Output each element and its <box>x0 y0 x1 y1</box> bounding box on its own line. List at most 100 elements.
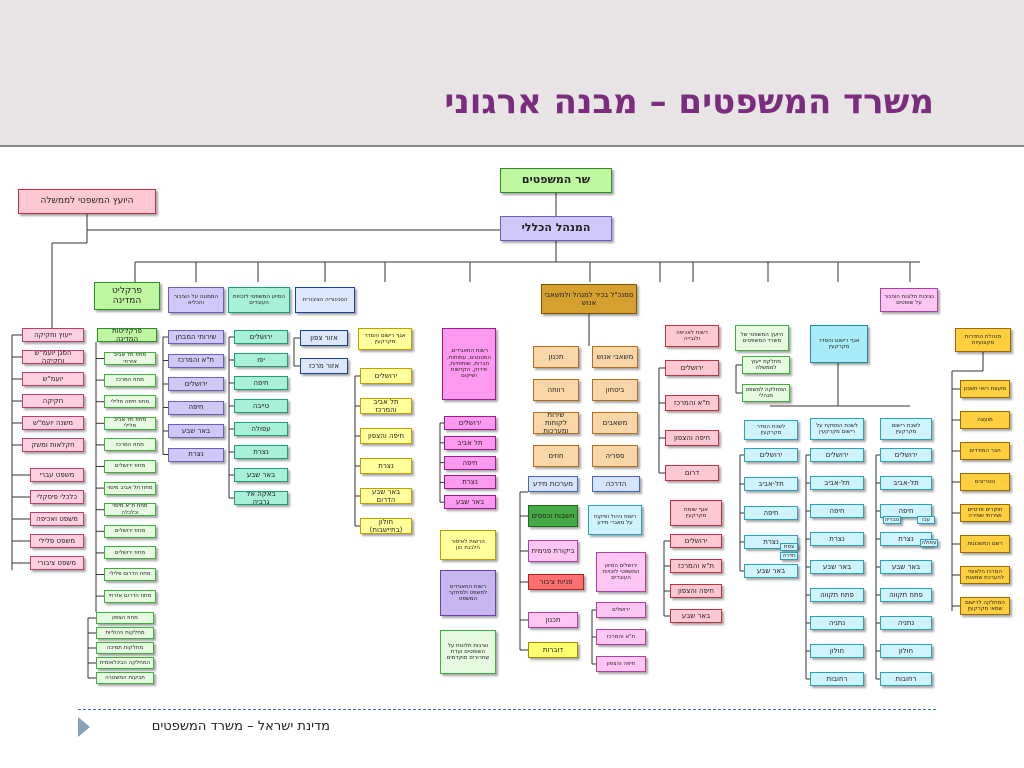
deputy-dg-head-box: סמנכ"ל בכיר למנהל ולמשאבי אנוש <box>541 284 637 314</box>
directorate-unit-0: מועצת רואי חשבון <box>960 380 1010 398</box>
ag-left-unit-b-4: משפט ציבורי <box>30 556 84 570</box>
land-assessor-unit-3: באר שבע <box>670 609 722 623</box>
regulators-unit-0: ירושלים <box>444 416 496 430</box>
ag-district-3: מחוז תל אביב פלילי <box>104 416 156 430</box>
directorate-unit-7: המחלקה לרישום שמאי מקרקעין <box>960 597 1010 615</box>
ag-district-b-4: תביעות המשטרה <box>96 672 154 684</box>
footer-divider <box>78 709 936 710</box>
land-reg-col1-head: לשכת הסדר מקרקעין <box>744 420 798 440</box>
deputy-dg-unit-1: תכנון <box>533 346 579 368</box>
land-reg-col2-unit-2: חיפה <box>810 504 864 518</box>
ombudsman-box: נציבות תלונות הציבור על שופטים <box>880 288 938 312</box>
state-attorney-head-box: פרקליט המדינה <box>94 282 160 310</box>
land-assessor-unit-0: ירושלים <box>670 534 722 548</box>
maintenance-box: תכנון <box>528 612 578 628</box>
regulators-unit-4: באר שבע <box>444 495 496 510</box>
committees-box: נציבות תלונות על השופטים ועדת שחרורים מו… <box>440 630 496 674</box>
directorate-unit-4: חוקרים פרטיים ושירותי שמירה <box>960 504 1010 522</box>
legal-advisor-unit-1: המחלקה למשפט מנהלי <box>742 384 790 402</box>
land-reg-col2-unit-8: רחובות <box>810 672 864 686</box>
land-registry-unit-0: ירושלים <box>360 368 412 384</box>
public-inquiries-box: פניות ציבור <box>528 574 584 590</box>
land-reg-col1-unit-4: באר שבע <box>744 564 798 578</box>
land-reg-col3-unit-3: נצרת <box>880 532 932 546</box>
land-registry-unit-4: באר שבע הדרום <box>360 488 412 504</box>
land-registry-unit-5: חולון (בתיישבות) <box>360 518 412 534</box>
courts-admin-unit-2: ירושלים <box>168 377 224 391</box>
money-laundering-box: הרשות לאיסור הלבנת הון <box>440 530 496 560</box>
footer-arrow-icon <box>78 717 90 737</box>
legal-reform-box: רשות התאגידים למשפט ולמחקר המשפט <box>440 570 496 616</box>
legal-advisor-head-box: היועץ המשפטי של משרד המשפטים <box>735 325 789 351</box>
ag-district-4: מחוז המרכז <box>104 438 156 452</box>
ag-district-7: מחוז ת"א מיסוי וכלכלה <box>104 503 156 517</box>
land-reg-col2-unit-7: חולון <box>810 644 864 658</box>
ag-left-unit-4: משנה יועמ"ש <box>22 416 84 430</box>
regulators-unit-1: תל אביב <box>444 435 496 450</box>
enforcement-sub-unit-1: ת"א והמרכז <box>596 629 646 645</box>
public-defender-head-box: הסניגוריה הציבורית <box>295 287 355 313</box>
land-registry-unit-2: חיפה והצפון <box>360 428 412 444</box>
legal-aid-unit-5: נצרת <box>234 445 288 459</box>
land-reg-col3-unit-4: באר שבע <box>880 560 932 574</box>
land-reg-col2-unit-4: באר שבע <box>810 560 864 574</box>
land-reg-col2-unit-6: נתניה <box>810 616 864 630</box>
land-registry-unit-3: נצרת <box>360 458 412 474</box>
regulators-unit-3: נצרת <box>444 475 496 490</box>
land-reg-col2-unit-5: פתח תקווה <box>810 588 864 602</box>
ag-left-unit-b-3: משפט פלילי <box>30 534 84 548</box>
contracting-box: ביקורת פנימית <box>528 540 578 562</box>
directorate-head-box: מנהלת החדרות מקצועיות <box>955 328 1011 352</box>
deputy-dg-unit-0: משאבי אנוש <box>592 346 638 368</box>
enforcement-unit-2: חיפה והצפון <box>665 430 719 446</box>
ag-left-unit-0: ייעוץ וחקיקה <box>22 328 84 342</box>
legal-aid-unit-1: יפו <box>234 353 288 367</box>
ag-district-10: מחוז הדרום פלילי <box>104 568 156 581</box>
regulators-unit-2: חיפה <box>444 455 496 470</box>
land-reg-col3-unit-0: ירושלים <box>880 448 932 462</box>
ag-district-2: מחוז חיפה פלילי <box>104 395 156 409</box>
directorate-unit-6: המרכז הלאומי להערכת שמאות <box>960 566 1010 584</box>
ag-district-b-0: מחוז הצפון <box>96 612 154 624</box>
land-reg-head-box: אגף רישום והסדר מקרקעין <box>810 325 868 363</box>
land-reg-col2-unit-3: נצרת <box>810 532 864 546</box>
enforcement-unit-0: ירושלים <box>665 360 719 376</box>
land-reg-small-tag-0: עכו <box>917 516 935 524</box>
legal-advisor-unit-0: מחלקת ייעוץ לממשלה <box>742 356 790 374</box>
ag-district-1: מחוז המרכז <box>104 373 156 387</box>
enforcement-sub-unit-2: חיפה והצפון <box>596 656 646 672</box>
enforcement-sub-unit-0: ירושלים <box>596 602 646 618</box>
public-defender-unit-1: אזור מרכז <box>300 358 348 374</box>
land-reg-small-tag-1: טבריה <box>883 516 901 524</box>
land-reg-col3-unit-6: נתניה <box>880 616 932 630</box>
courts-admin-unit-3: חיפה <box>168 400 224 415</box>
deputy-dg-unit-6: ספריה <box>592 445 638 467</box>
land-reg-col1-unit-1: תל-אביב <box>744 477 798 491</box>
title-bar <box>0 0 1024 147</box>
courts-admin-unit-4: באר שבע <box>168 424 224 438</box>
land-reg-col3-unit-8: רחובות <box>880 672 932 686</box>
land-reg-col2-unit-1: תל-אביב <box>810 476 864 490</box>
procurement-box: רשות ניהול ופיקוח על מאגרי מידע <box>588 505 642 535</box>
public-defender-unit-0: אזור צפון <box>300 330 348 346</box>
ag-left-unit-b-1: כלכלי פיסקלי <box>30 490 84 504</box>
directorate-unit-5: רשם המשכונות <box>960 535 1010 553</box>
legal-aid-unit-7: באקה אל גרביה <box>234 491 288 505</box>
legal-aid-head-box: הסיוע המשפטי לזכויות העובדים <box>228 287 290 313</box>
deputy-dg-unit-2: ביטחון <box>592 379 638 401</box>
ag-district-9: מחוז ירושלים <box>104 546 156 560</box>
ag-left-unit-5: חקלאות ומשק <box>22 438 84 452</box>
directorate-unit-1: מועצה <box>960 411 1010 429</box>
ag-district-b-2: מחלקות תמיכה <box>96 642 154 654</box>
legal-aid-unit-0: ירושלים <box>234 330 288 344</box>
enforcement-unit-1: ת"א והמרכז <box>665 395 719 411</box>
training-box: הדרכה <box>592 476 640 492</box>
land-reg-small-tag-2: צפת <box>780 543 798 551</box>
ag-left-unit-b-0: משפט עברי <box>30 468 84 482</box>
director-general-box: המנהל הכללי <box>500 216 612 241</box>
regulators-head-box: רשות התאגידים, הפטנטים, עמותות, חברות, ש… <box>442 328 496 400</box>
courts-admin-head-box: הממונה על הציבור והכליא <box>168 287 224 313</box>
minister-box: שר המשפטים <box>500 168 612 193</box>
legal-aid-unit-2: חיפה <box>234 376 288 390</box>
